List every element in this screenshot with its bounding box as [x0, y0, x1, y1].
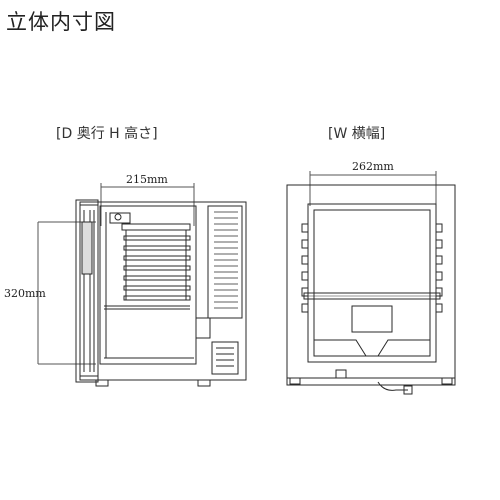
- front-control-panel: [351, 305, 393, 333]
- front-view-drawing: [286, 171, 456, 395]
- side-compressor-box: [211, 341, 239, 375]
- height-dimension-label: 320mm: [4, 287, 46, 300]
- side-shelves: [104, 223, 191, 310]
- front-cabinet-outline: [286, 184, 456, 386]
- width-dimension-label: 262mm: [352, 160, 394, 173]
- side-view-caption: [D 奥行 H 高さ]: [56, 126, 158, 142]
- side-view-drawing: [37, 183, 247, 387]
- side-rear-vents: [214, 211, 238, 309]
- side-door-panel: [75, 199, 99, 383]
- side-interior-chamber: [99, 205, 197, 365]
- front-interior-chamber: [307, 203, 437, 363]
- depth-dimension-label: 215mm: [126, 173, 168, 186]
- front-side-ribs: [301, 223, 443, 313]
- front-view-caption: [W 横幅]: [328, 126, 386, 142]
- side-rear-machinery: [207, 205, 243, 319]
- side-cabinet-outline: [79, 201, 247, 381]
- page-title: 立体内寸図: [6, 10, 116, 34]
- width-dimension-line: [309, 171, 437, 206]
- depth-dimension-line: [100, 183, 195, 226]
- power-cord: [377, 381, 408, 391]
